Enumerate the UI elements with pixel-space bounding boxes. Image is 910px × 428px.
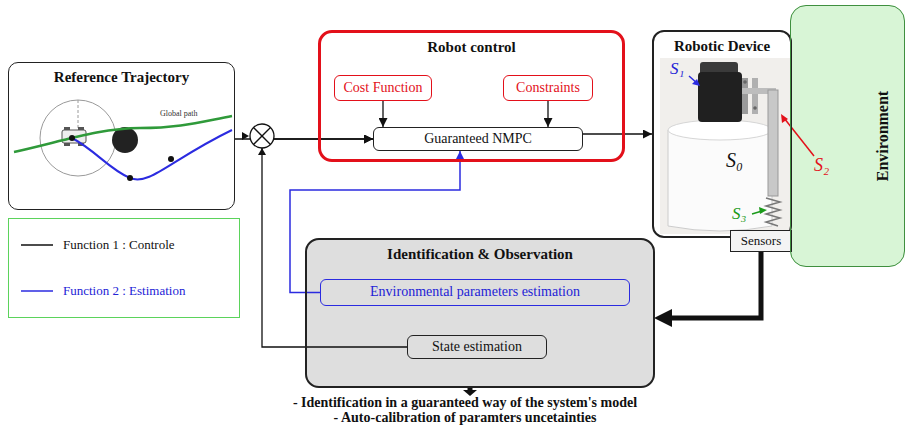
obstacle: [112, 127, 138, 153]
process-box: State estimation: [407, 335, 547, 359]
trajectory-picture: [14, 100, 232, 181]
connector-arrow: [290, 151, 460, 293]
legend-line: [21, 244, 53, 246]
dashed-line: [78, 100, 79, 130]
box-label: Cost Function: [344, 80, 423, 97]
input-box: Constraints: [503, 75, 593, 101]
legend-row: Function 1 : Controle: [21, 237, 175, 253]
spring: [766, 198, 780, 226]
photo-background: [660, 58, 790, 234]
rod: [768, 90, 778, 196]
environment-box: Environment: [790, 5, 905, 267]
box-heading: Environment: [873, 91, 892, 181]
junction-cross: [254, 128, 271, 145]
junction-arrowhead: [258, 148, 266, 155]
connector-arrow: [262, 139, 407, 347]
motor-block: [698, 72, 742, 122]
wheel: [78, 127, 84, 130]
leader-arrowhead: [692, 79, 700, 86]
box-label: Constraints: [516, 80, 580, 97]
robot-base: [668, 130, 772, 231]
screw: [753, 106, 757, 110]
panel-fill: [305, 238, 655, 388]
screw: [743, 80, 747, 84]
panel-heading: Identification & Observation: [387, 245, 573, 263]
sensor-box: Sensors: [730, 230, 792, 252]
legend-box: Function 1 : ControleFunction 2 : Estima…: [8, 218, 240, 318]
summing-junction: [250, 124, 274, 148]
junction-cross: [254, 128, 271, 145]
legend-line-sample: [21, 240, 53, 250]
part-label: S₀: [726, 150, 743, 171]
path-label: Global path: [160, 110, 198, 118]
box-label: Guaranteed NMPC: [424, 131, 532, 148]
leader-arrowhead: [759, 207, 767, 214]
part-label: S₂: [814, 156, 829, 175]
legend-line: [21, 290, 53, 292]
box-heading: Robotic Device: [674, 37, 770, 55]
bracket-plate: [742, 78, 748, 114]
group-heading: Robot control: [427, 38, 515, 56]
connector-arrow: [547, 101, 548, 127]
result-note: - Auto-calibration of paramters uncetain…: [150, 411, 780, 426]
path-point: [69, 135, 75, 141]
wheel: [64, 127, 70, 130]
bracket-plate: [752, 78, 758, 114]
process-box: Environmental parameters estimation: [320, 279, 630, 306]
box-label: Sensors: [741, 233, 781, 249]
wheel: [64, 143, 70, 146]
result-note: - Identification in a guaranteed way of …: [150, 396, 780, 411]
robot-base-top: [668, 120, 772, 140]
trajectory-box: Reference Trajectory: [8, 62, 235, 210]
legend-text: Function 1 : Controle: [63, 237, 175, 253]
local-path: [72, 130, 232, 179]
part-label: S₃: [732, 205, 746, 223]
connector-arrow: [583, 133, 652, 134]
legend-text: Function 2 : Estimation: [63, 283, 185, 299]
part-label: S₁: [670, 60, 684, 78]
legend-line-sample: [21, 286, 53, 296]
box-label: Environmental parameters estimation: [370, 284, 580, 301]
input-box: Cost Function: [334, 75, 433, 101]
control-group: Robot controlCost Function ConstraintsGua…: [318, 30, 625, 162]
path-point: [127, 175, 133, 181]
junction-arrowhead: [242, 132, 249, 140]
path-point: [168, 156, 174, 162]
controller-box: Guaranteed NMPC: [373, 127, 583, 151]
legend-row: Function 2 : Estimation: [21, 283, 185, 299]
leader-arrowhead: [781, 114, 788, 123]
leader-line: [784, 118, 814, 156]
box-heading: Reference Trajectory: [54, 68, 189, 86]
connector-arrow: [663, 252, 761, 318]
connector-arrow: [382, 101, 383, 127]
environment-fill: [790, 5, 905, 267]
estimation-panel: Identification & ObservationEnvironmenta…: [305, 238, 655, 388]
sensing-circle: [40, 100, 116, 176]
box-label: State estimation: [432, 339, 522, 356]
